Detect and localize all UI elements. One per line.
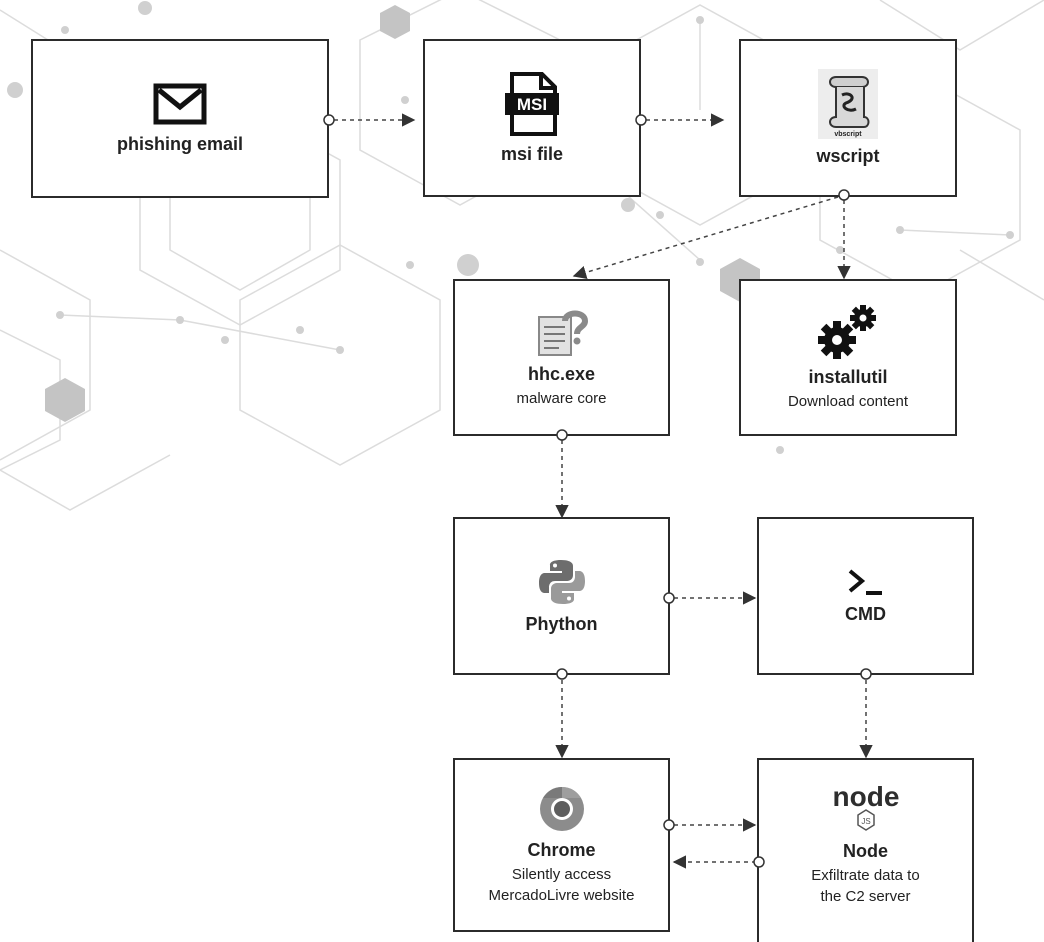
nodejs-logo-icon: node JS bbox=[832, 781, 899, 831]
nodejs-wordmark: node bbox=[832, 781, 899, 812]
node-title: installutil bbox=[808, 366, 888, 387]
node-title: phishing email bbox=[116, 133, 244, 154]
node-subtitle-line-2: MercadoLivre website bbox=[488, 886, 635, 904]
msi-icon-label: MSI bbox=[517, 95, 547, 114]
edge-wscript-to-hhc bbox=[572, 196, 839, 279]
node-subtitle: Download content bbox=[787, 392, 909, 410]
node-title: CMD bbox=[845, 604, 886, 624]
node-wscript: vbscript wscript bbox=[739, 39, 957, 197]
nodejs-badge: JS bbox=[861, 817, 870, 826]
node-subtitle-line-1: Exfiltrate data to bbox=[811, 867, 920, 884]
node-title: Chrome bbox=[527, 839, 596, 860]
terminal-prompt-icon bbox=[848, 569, 882, 595]
vbscript-scroll-icon: vbscript bbox=[818, 69, 878, 139]
node-title: msi file bbox=[500, 144, 564, 164]
python-logo-icon bbox=[538, 560, 585, 604]
gears-icon bbox=[818, 304, 876, 359]
msi-file-icon: MSI bbox=[505, 72, 559, 136]
node-nodejs: node JS Node Exfiltrate data to the C2 s… bbox=[757, 758, 974, 942]
envelope-icon bbox=[153, 83, 207, 124]
node-title: wscript bbox=[816, 146, 880, 166]
node-subtitle: malware core bbox=[516, 389, 607, 407]
vbscript-icon-label: vbscript bbox=[834, 131, 862, 138]
node-cmd: CMD bbox=[757, 517, 974, 675]
node-phishing-email: phishing email bbox=[31, 39, 329, 198]
node-subtitle-line-2: the C2 server bbox=[820, 888, 911, 905]
node-python: Phython bbox=[453, 517, 670, 675]
node-title: Phython bbox=[525, 614, 598, 634]
node-subtitle-line-1: Silently access bbox=[511, 865, 612, 883]
node-hhc-exe: hhc.exe malware core bbox=[453, 279, 670, 436]
node-chrome: Chrome Silently access MercadoLivre webs… bbox=[453, 758, 670, 932]
node-installutil: installutil Download content bbox=[739, 279, 957, 436]
node-title: Node bbox=[843, 841, 888, 861]
node-title: hhc.exe bbox=[527, 363, 596, 384]
node-msi-file: MSI msi file bbox=[423, 39, 641, 197]
help-document-icon bbox=[537, 310, 588, 356]
chrome-logo-icon bbox=[539, 786, 584, 831]
